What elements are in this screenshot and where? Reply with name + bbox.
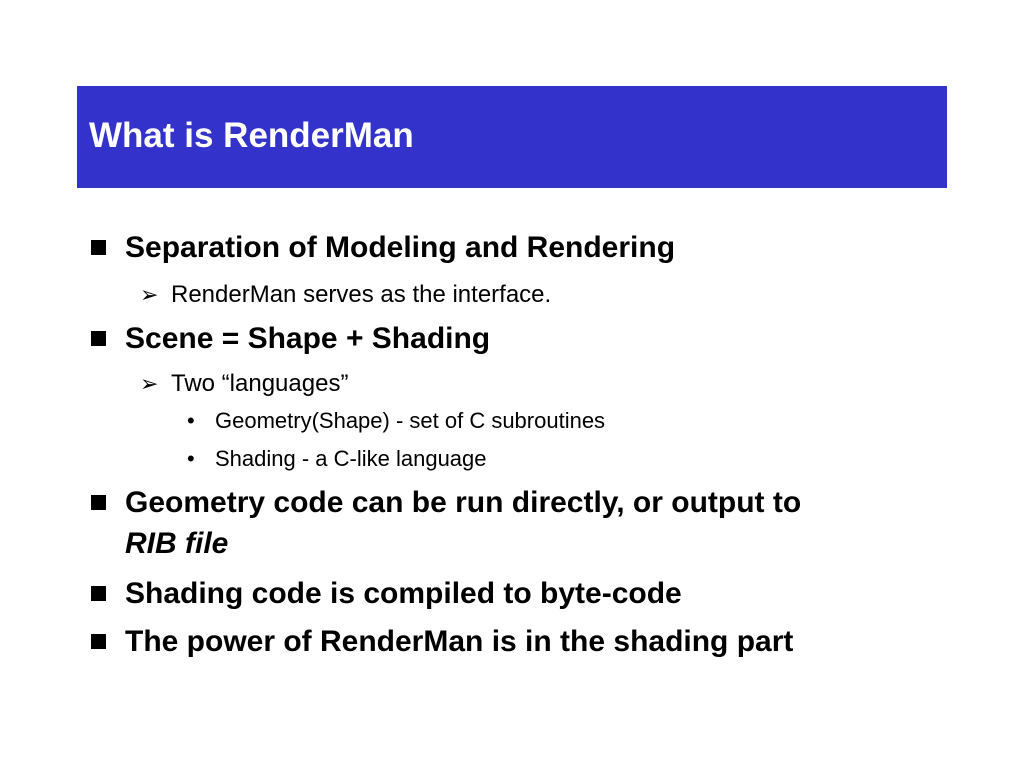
square-bullet-icon	[91, 331, 106, 346]
square-bullet-icon	[91, 240, 106, 255]
square-bullet-icon	[91, 634, 106, 649]
bullet-text: The power of RenderMan is in the shading…	[125, 625, 794, 658]
sub-sub-bullet-text: Geometry(Shape) - set of C subroutines	[215, 408, 606, 433]
sub-sub-bullet-text: Shading - a C-like language	[215, 446, 487, 471]
square-bullet-icon	[91, 495, 106, 510]
dot-bullet-icon: •	[187, 446, 195, 471]
bullet-text: Shading code is compiled to byte-code	[125, 577, 682, 610]
slide-title: What is RenderMan	[89, 116, 414, 155]
arrow-bullet-icon: ➢	[140, 371, 159, 396]
sub-bullet-text: RenderMan serves as the interface.	[171, 281, 552, 308]
sub-bullet-text: Two “languages”	[171, 370, 349, 397]
title-bar: What is RenderMan	[77, 86, 947, 188]
arrow-bullet-icon: ➢	[140, 282, 159, 307]
bullet-text: Separation of Modeling and Rendering	[125, 231, 676, 264]
square-bullet-icon	[91, 586, 106, 601]
bullet-text: Geometry code can be run directly, or ou…	[125, 486, 802, 519]
bullet-continuation: RIB file	[125, 527, 229, 560]
bullet-text: Scene = Shape + Shading	[125, 322, 491, 355]
dot-bullet-icon: •	[187, 408, 195, 433]
